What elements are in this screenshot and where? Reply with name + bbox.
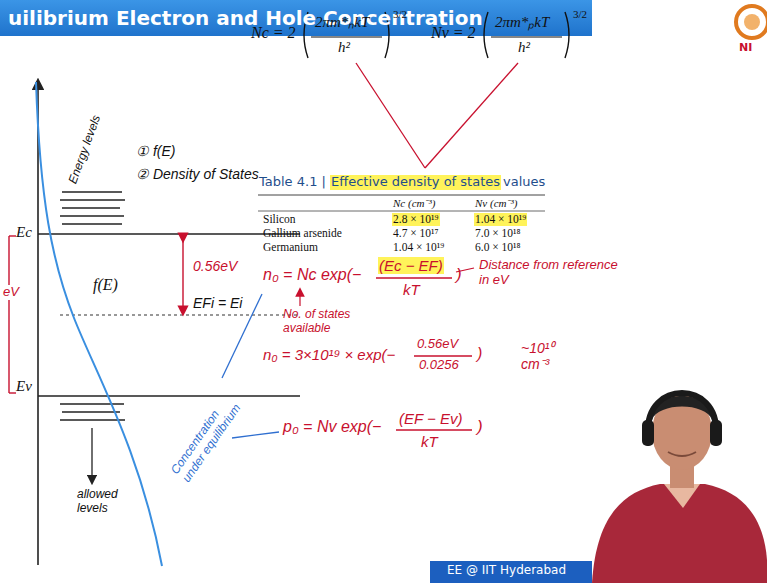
slide-drawing-line bbox=[9, 392, 16, 393]
slide-drawing-path bbox=[592, 484, 767, 583]
slide-drawing-line bbox=[9, 235, 16, 236]
slide-text: 2πm*ₙkT bbox=[314, 14, 370, 31]
slide-drawing-path bbox=[648, 393, 716, 432]
slide-drawing-line bbox=[376, 277, 452, 278]
slide-drawing-circle bbox=[744, 14, 760, 30]
slide-drawing-line bbox=[60, 403, 124, 404]
slide-text: h² bbox=[517, 39, 531, 56]
handwritten-note: eV bbox=[2, 285, 20, 300]
handwritten-note: kT bbox=[420, 433, 439, 450]
slide-drawing-line bbox=[60, 419, 125, 420]
handwritten-note: ~10¹⁰ cm⁻³ bbox=[520, 340, 580, 372]
slide-drawing-line bbox=[182, 238, 183, 311]
handwritten-note: ) bbox=[476, 345, 483, 363]
table-caption: Table 4.1 | bbox=[258, 175, 327, 190]
table-caption: values bbox=[502, 175, 546, 190]
table-cell: Nv (cm⁻³) bbox=[474, 197, 518, 210]
handwritten-note: ) bbox=[476, 417, 484, 437]
slide-drawing-line bbox=[60, 215, 124, 216]
handwritten-note: allowed levels bbox=[76, 488, 140, 516]
slide-text: 3/2 bbox=[392, 8, 408, 21]
logo-text: NI bbox=[738, 42, 753, 55]
handwritten-note: (Ec − EF) bbox=[378, 257, 444, 274]
slide-drawing-line bbox=[232, 432, 279, 438]
slide-drawing-line bbox=[414, 355, 472, 356]
slide-drawing-line bbox=[38, 233, 300, 235]
handwritten-note: 0.56eV bbox=[416, 337, 459, 352]
footer-text: EE @ IIT Hyderabad bbox=[446, 564, 567, 578]
slide-drawing-line bbox=[8, 236, 9, 393]
handwritten-note: (EF − Ev) bbox=[398, 410, 464, 427]
handwritten-note: Energy levels bbox=[66, 112, 104, 186]
slide-text: Ec bbox=[15, 224, 33, 241]
handwritten-note: p₀ = Nv exp(− bbox=[282, 418, 382, 436]
slide-text: Ev bbox=[15, 378, 33, 395]
slide-text: 3/2 bbox=[572, 8, 588, 21]
slide-drawing-path bbox=[668, 452, 696, 456]
handwritten-note: ) bbox=[455, 265, 463, 285]
table-cell: 1.04 × 10¹⁹ bbox=[392, 241, 445, 254]
slide-drawing-rect bbox=[710, 420, 722, 446]
slide-drawing-line bbox=[62, 207, 120, 208]
handwritten-note: ② Density of States bbox=[135, 166, 260, 182]
table-caption: Effective density of states bbox=[330, 175, 501, 190]
table-cell: 6.0 × 10¹⁸ bbox=[474, 241, 522, 254]
slide-drawing-line bbox=[62, 191, 122, 192]
table-cell: 1.04 × 10¹⁹ bbox=[474, 213, 527, 226]
handwritten-note: kT bbox=[402, 281, 421, 298]
slide-drawing-line bbox=[62, 223, 122, 224]
slide-drawing-line bbox=[258, 195, 545, 196]
slide-drawing-line bbox=[311, 36, 382, 37]
slide-drawing-line bbox=[425, 63, 518, 168]
handwritten-note: ① f(E) bbox=[135, 143, 176, 159]
table-cell: Nc (cm⁻³) bbox=[392, 197, 436, 210]
slide-drawing-line bbox=[356, 63, 425, 168]
handwritten-note: No. of states available bbox=[282, 308, 376, 336]
table-cell: 7.0 × 10¹⁸ bbox=[474, 227, 522, 240]
handwritten-note: Distance from reference in eV bbox=[478, 258, 630, 288]
slide-drawing-path bbox=[484, 12, 488, 58]
handwritten-note: 0.0256 bbox=[418, 358, 460, 373]
slide-text: 2πm*ₚkT bbox=[494, 14, 550, 31]
handwritten-note: EFi = Ei bbox=[192, 295, 243, 311]
slide-drawing-path bbox=[565, 12, 569, 58]
handwritten-note: 0.56eV bbox=[192, 258, 238, 274]
slide-drawing-line bbox=[299, 292, 300, 306]
slide-drawing-rect bbox=[642, 420, 654, 446]
slide-drawing-rect bbox=[430, 561, 592, 583]
table-cell: 4.7 × 10¹⁷ bbox=[392, 227, 440, 240]
slide-drawing-line bbox=[60, 314, 300, 315]
table-cell: Silicon bbox=[262, 213, 297, 226]
slide-drawing-rect bbox=[0, 0, 592, 36]
slide-drawing-line bbox=[62, 411, 120, 412]
slide-drawing-line bbox=[396, 429, 472, 430]
slide-drawing-line bbox=[491, 36, 562, 37]
slide-drawing-circle bbox=[736, 6, 767, 38]
slide-drawing-line bbox=[91, 428, 92, 480]
handwritten-note: n₀ = Nc exp(− bbox=[262, 266, 362, 284]
table-cell: Gallium arsenide bbox=[262, 227, 343, 240]
slide-drawing-line bbox=[38, 395, 300, 397]
slide-text: f(E) bbox=[92, 276, 119, 294]
slide-drawing-line bbox=[258, 211, 545, 212]
slide-text: Nc = 2 bbox=[250, 24, 297, 42]
slide-drawing-line bbox=[60, 199, 125, 200]
table-cell: 2.8 × 10¹⁹ bbox=[392, 213, 440, 226]
slide-drawing-line bbox=[37, 84, 39, 565]
slide-drawing-ellipse bbox=[652, 394, 712, 470]
slide-text: h² bbox=[337, 39, 351, 56]
slide-text: Nv = 2 bbox=[430, 24, 477, 42]
table-cell: Germanium bbox=[262, 241, 319, 254]
handwritten-note: n₀ = 3×10¹⁹ × exp(− bbox=[262, 346, 396, 363]
slide-title: uilibrium Electron and Hole Concentratio… bbox=[8, 6, 483, 30]
